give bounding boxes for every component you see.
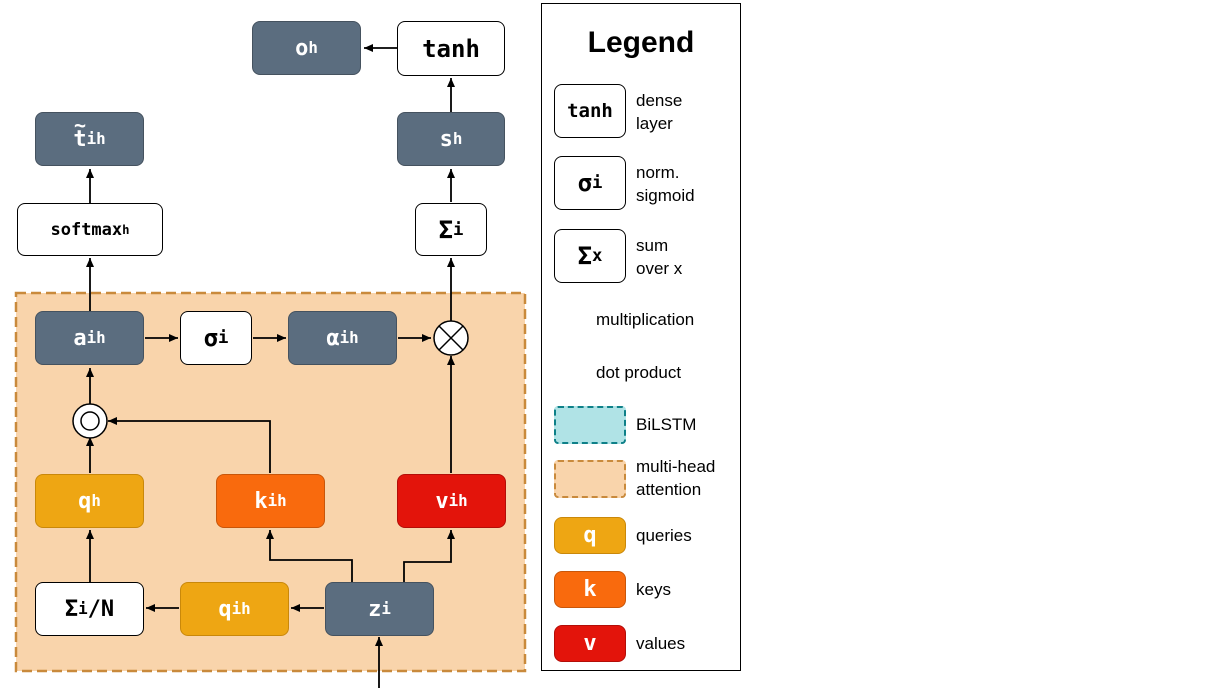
node-sigma-i-main: σ: [203, 324, 219, 352]
legend-text-dot-product: dot product: [596, 363, 682, 382]
node-q-h-main: q: [78, 488, 92, 514]
legend-text-attention: multi-head attention: [636, 455, 756, 501]
legend-text-queries: queries: [636, 526, 692, 545]
legend-swatch-dense: tanh: [554, 84, 626, 138]
node-v-ih-main: v: [435, 488, 449, 514]
legend-text-sum-1: sum: [636, 236, 669, 255]
node-a-ih-main: a: [73, 325, 87, 351]
multiplication-icon: [433, 320, 469, 356]
legend-text-sigmoid-1: norm.: [636, 163, 680, 182]
legend-text-bilstm: BiLSTM: [636, 415, 697, 434]
legend-text-values: values: [636, 634, 686, 653]
legend-title: Legend: [587, 26, 695, 59]
node-q-ih-main: q: [218, 596, 232, 622]
node-tanh-label: tanh: [422, 34, 480, 63]
node-tanh: tanh: [397, 21, 505, 76]
legend-swatch-sum-main: Σ: [577, 242, 593, 270]
node-k-ih-main: k: [254, 488, 268, 514]
legend-swatch-sigmoid-main: σ: [577, 169, 593, 197]
legend-text-sum: sum over x: [636, 234, 756, 280]
node-o-h-main: o: [295, 35, 309, 61]
node-t-ih-main: t: [73, 113, 87, 152]
edge-kih-to-dot: [108, 417, 271, 473]
edge-zi-to-vih: [403, 530, 455, 582]
legend-swatch-values: v: [554, 625, 626, 662]
legend-swatch-bilstm: [554, 406, 626, 444]
legend-swatch-values-label: v: [583, 631, 597, 656]
node-sum-i-main: Σ: [438, 215, 454, 244]
legend-text-dense: dense layer: [636, 89, 756, 135]
dot-product-icon: [72, 403, 108, 439]
legend-swatch-keys-label: k: [583, 577, 597, 602]
legend-text-keys: keys: [636, 580, 671, 599]
edge-zi-to-kih: [266, 530, 353, 582]
node-t-ih: tih: [35, 112, 144, 166]
node-s-h-main: s: [439, 126, 453, 152]
legend-text-multiplication: multiplication: [596, 310, 695, 329]
legend-text-sum-2: over x: [636, 259, 683, 278]
legend-swatch-attention: [554, 460, 626, 498]
legend-text-sigmoid-2: sigmoid: [636, 186, 695, 205]
legend-text-dense-1: dense: [636, 91, 683, 110]
node-alpha-ih-main: α: [326, 325, 340, 351]
legend-swatch-queries-label: q: [583, 523, 597, 548]
node-softmax-main: softmax: [50, 219, 123, 240]
legend-swatch-dense-label: tanh: [567, 100, 613, 122]
node-sum-over-n-suffix: /N: [87, 596, 115, 622]
node-sum-over-n-main: Σ: [64, 596, 79, 622]
legend-text-attention-2: attention: [636, 480, 702, 499]
node-z-i-main: z: [368, 596, 382, 622]
legend-swatch-keys: k: [554, 571, 626, 608]
legend-text-dense-2: layer: [636, 114, 673, 133]
legend-text-attention-1: multi-head: [636, 457, 716, 476]
legend-swatch-queries: q: [554, 517, 626, 554]
legend-text-sigmoid: norm. sigmoid: [636, 161, 756, 207]
